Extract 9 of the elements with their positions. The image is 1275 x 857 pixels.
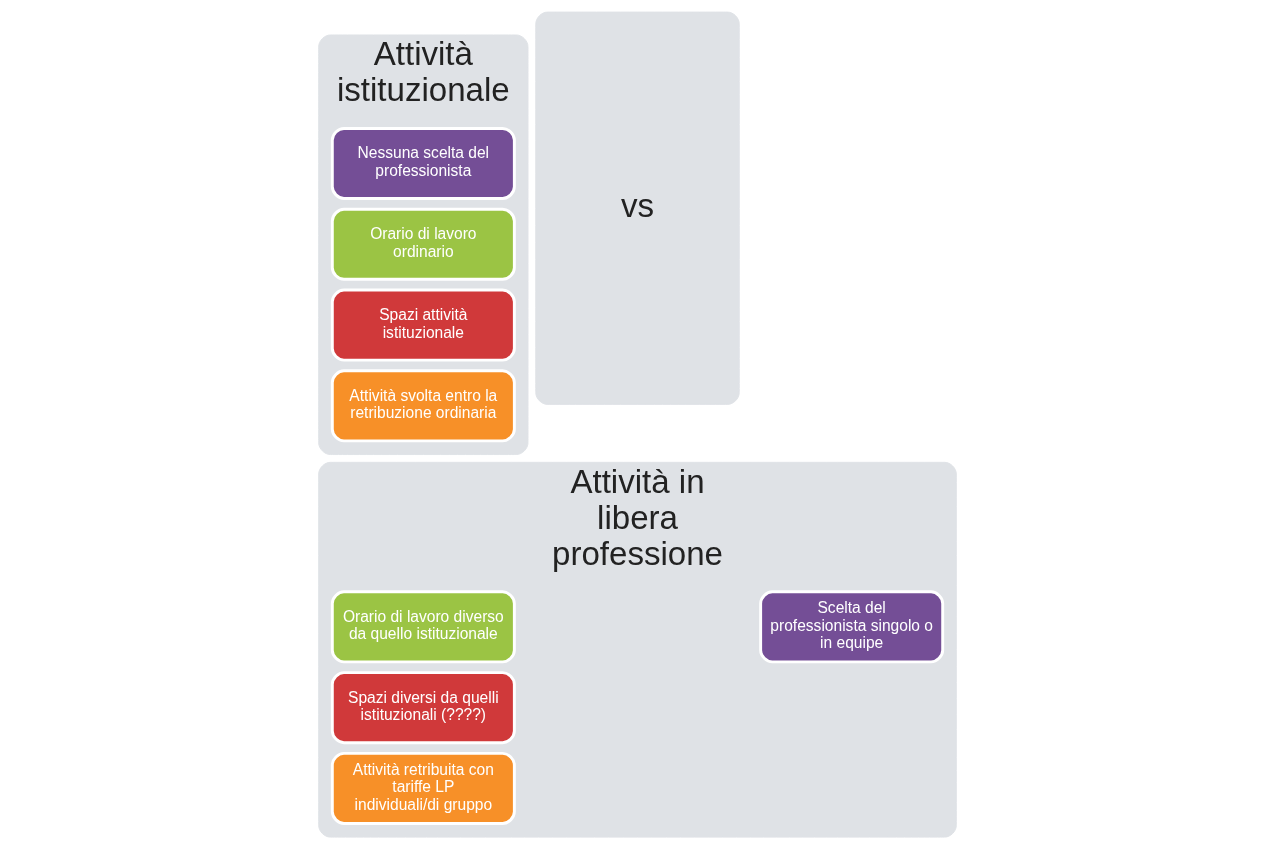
node-box: Attività retribuita con tariffe LP individuali/di gruppo [330,751,516,825]
node-box: Orario di lavoro diverso da quello istituzionale [330,590,516,664]
node-box: Attività svolta entro la retribuzione ordinaria [330,369,516,443]
node-box: Orario di lavoro ordinario [330,207,516,281]
node-box: Scelta del professionista singolo o in equipe [759,590,945,664]
node-box: vs [535,11,740,405]
node-box: Nessuna scelta del professionista [330,126,516,200]
node-box: Spazi attività istituzionale [330,288,516,362]
node-box: Spazi diversi da quelli istituzionali (????) [330,671,516,745]
